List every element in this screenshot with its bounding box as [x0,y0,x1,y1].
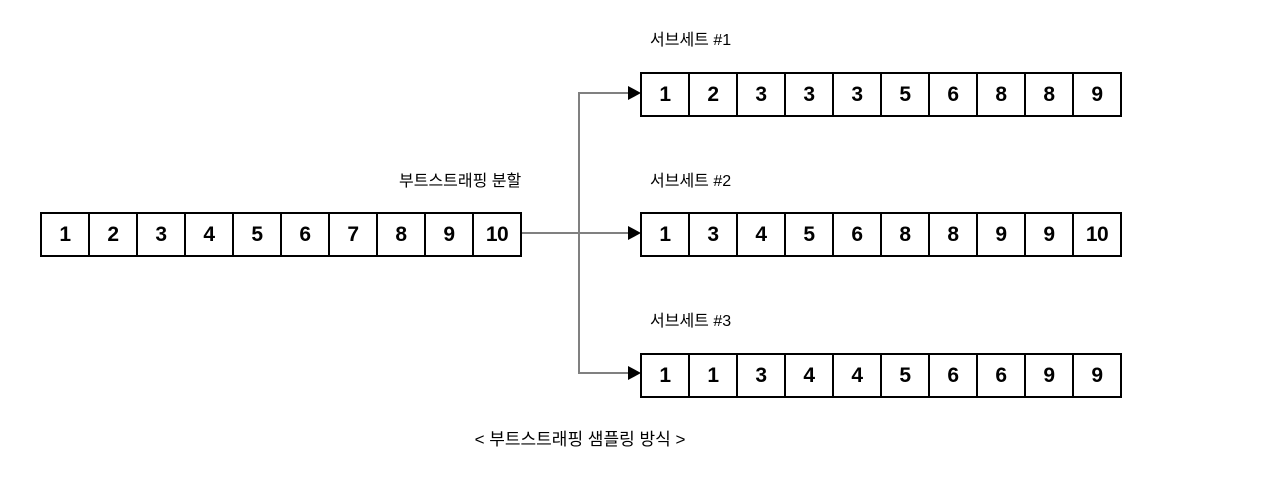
cell: 4 [834,355,882,396]
cell: 8 [978,74,1026,115]
cell: 6 [834,214,882,255]
cell: 4 [738,214,786,255]
cell: 8 [930,214,978,255]
original-dataset-row: 1 2 3 4 5 6 7 8 9 10 [40,212,522,257]
cell: 9 [1074,74,1122,115]
cell: 7 [330,214,378,255]
diagram-caption: < 부트스트래핑 샘플링 방식 > [474,430,686,449]
cell: 5 [882,355,930,396]
arrow-head-1 [628,86,641,100]
cell: 3 [138,214,186,255]
cell: 10 [474,214,522,255]
cell: 9 [1074,355,1122,396]
cell: 9 [1026,214,1074,255]
split-label: 부트스트래핑 분할 [399,173,522,190]
cell: 5 [882,74,930,115]
cell: 9 [1026,355,1074,396]
cell: 9 [426,214,474,255]
cell: 6 [930,355,978,396]
subset-1-row: 1 2 3 3 3 5 6 8 8 9 [640,72,1122,117]
subset-3-row: 1 1 3 4 4 5 6 6 9 9 [640,353,1122,398]
subset-2-label: 서브세트 #2 [650,173,732,190]
cell: 3 [738,355,786,396]
cell: 3 [690,214,738,255]
cell: 6 [930,74,978,115]
cell: 3 [786,74,834,115]
cell: 9 [978,214,1026,255]
cell: 10 [1074,214,1122,255]
cell: 3 [738,74,786,115]
cell: 2 [690,74,738,115]
arrow-head-2 [628,226,641,240]
cell: 5 [234,214,282,255]
cell: 6 [282,214,330,255]
cell: 1 [42,214,90,255]
cell: 8 [882,214,930,255]
cell: 8 [378,214,426,255]
cell: 1 [690,355,738,396]
subset-2-row: 1 3 4 5 6 8 8 9 9 10 [640,212,1122,257]
cell: 3 [834,74,882,115]
cell: 1 [642,74,690,115]
arrow-head-3 [628,366,641,380]
cell: 5 [786,214,834,255]
subset-3-label: 서브세트 #3 [650,313,732,330]
cell: 1 [642,355,690,396]
cell: 2 [90,214,138,255]
cell: 6 [978,355,1026,396]
cell: 4 [786,355,834,396]
cell: 8 [1026,74,1074,115]
subset-1-label: 서브세트 #1 [650,32,732,49]
cell: 4 [186,214,234,255]
cell: 1 [642,214,690,255]
